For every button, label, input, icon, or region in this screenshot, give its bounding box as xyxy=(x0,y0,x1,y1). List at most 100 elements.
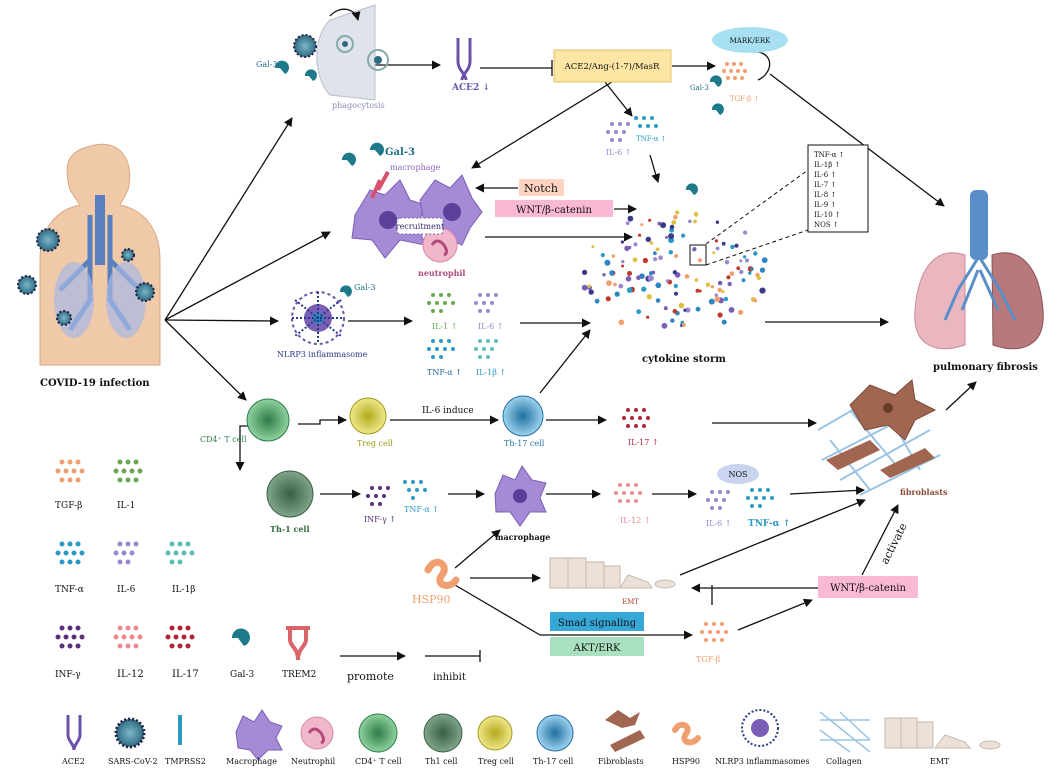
legend-trem2-label: TREM2 xyxy=(282,670,316,680)
il6-up-label-top: IL-6 ↑ xyxy=(606,148,632,157)
legend-infg-dots xyxy=(55,625,85,649)
storm-dot xyxy=(712,251,716,255)
ace2-icon-top xyxy=(456,38,472,81)
tnfa-up-label-nlrp3: TNF-α ↑ xyxy=(427,368,462,377)
storm-dot xyxy=(647,275,654,282)
il6-dots-top xyxy=(606,122,630,142)
storm-dot xyxy=(742,255,747,259)
storm-dot xyxy=(672,270,678,275)
storm-dot xyxy=(741,278,746,283)
storm-list-item: NOS ↑ xyxy=(814,221,839,229)
legend-bottom-label: CD4⁺ T cell xyxy=(355,757,402,766)
storm-dot xyxy=(721,319,727,325)
storm-dot xyxy=(673,214,678,220)
legend-bottom-label: HSP90 xyxy=(672,757,700,766)
macrophage-cells xyxy=(351,171,483,263)
storm-dot xyxy=(632,257,638,263)
storm-dot xyxy=(685,307,691,313)
legend-gal3-icon xyxy=(231,628,250,646)
gal3-icon-macro xyxy=(341,142,384,166)
storm-dot xyxy=(714,296,721,303)
storm-dot xyxy=(658,255,663,260)
il6-up-label-mid: IL-6 ↑ xyxy=(706,519,732,528)
storm-dot xyxy=(582,269,588,275)
storm-dot xyxy=(661,322,668,329)
legend-il1-dots xyxy=(113,459,143,483)
storm-list-item: IL-9 ↑ xyxy=(814,201,836,209)
cytokine-storm-label: cytokine storm xyxy=(642,354,726,365)
infg-dots xyxy=(366,486,390,506)
storm-dot xyxy=(670,318,675,323)
storm-dot xyxy=(683,308,687,312)
storm-dot xyxy=(655,247,660,251)
legend-bottom-icons xyxy=(66,709,1001,761)
storm-dot xyxy=(653,251,657,256)
legend-inhibit-label: inhibit xyxy=(433,672,466,683)
emt-illustration xyxy=(549,557,676,589)
storm-dot xyxy=(681,323,686,327)
storm-zoom-box xyxy=(689,244,707,266)
connector-lines xyxy=(164,51,977,662)
tnfa-up-label-th1: TNF-α ↑ xyxy=(404,505,439,514)
legend-il17-dots xyxy=(165,625,195,649)
storm-dot xyxy=(717,280,723,286)
storm-dot xyxy=(710,285,715,289)
storm-dot xyxy=(714,293,718,297)
il1-dots-nlrp3 xyxy=(427,293,455,313)
storm-dot xyxy=(645,236,651,242)
storm-dot xyxy=(745,258,749,263)
storm-dot xyxy=(636,309,642,315)
trem2-icon xyxy=(286,626,310,661)
storm-list-item: IL-10 ↑ xyxy=(814,211,841,219)
akt-label: AKT/ERK xyxy=(572,643,621,654)
storm-dot xyxy=(717,312,723,318)
macrophage-label-mid: macrophage xyxy=(495,532,550,542)
cd4-t-cell xyxy=(246,398,290,442)
storm-dot xyxy=(611,254,616,258)
hsp90-icon xyxy=(424,558,460,589)
cd4-t-cell-label: CD4⁺ T cell xyxy=(200,435,247,444)
storm-dot xyxy=(588,289,594,295)
nlrp3-inflammasome-icon xyxy=(291,291,345,345)
storm-dot xyxy=(618,319,625,326)
legend-bottom-label: Th1 cell xyxy=(425,757,458,766)
recruitment-label: recruitment xyxy=(396,222,445,231)
storm-dot xyxy=(614,291,620,297)
ace2-ang-masr-label: ACE2/Ang-(1-7)/MasR xyxy=(564,61,660,72)
cytokine-storm-dots xyxy=(581,210,768,329)
storm-dot xyxy=(625,221,630,226)
hsp90-label: HSP90 xyxy=(412,593,451,606)
fibroblasts-label: fibroblasts xyxy=(900,487,948,497)
storm-dot xyxy=(668,250,673,255)
storm-dot xyxy=(649,241,654,245)
storm-list-box xyxy=(807,144,869,233)
il12-dots xyxy=(614,483,642,503)
storm-dot xyxy=(738,309,744,315)
macrophage-label-top: macrophage xyxy=(390,163,441,172)
storm-dot xyxy=(715,220,720,224)
storm-list-item: IL-1β ↑ xyxy=(814,161,840,169)
storm-dot xyxy=(591,245,595,249)
il1-up-label: IL-1 ↑ xyxy=(432,322,458,331)
storm-dot xyxy=(756,275,761,280)
storm-dot xyxy=(638,233,642,237)
nlrp3-label: NLRP3 inflammasome xyxy=(277,350,368,359)
covid-body xyxy=(39,143,161,366)
storm-dot xyxy=(636,275,641,281)
storm-dot xyxy=(673,283,678,289)
storm-dot xyxy=(665,235,669,239)
legend-tnfa-label: TNF-α xyxy=(55,585,84,595)
storm-dot xyxy=(642,257,649,264)
tnfa-up-label-mid: TNF-α ↑ xyxy=(748,519,790,529)
storm-dot xyxy=(668,233,675,240)
legend-bottom-labels: ACE2 SARS-CoV-2 TMPRSS2 Macrophage Neutr… xyxy=(61,757,950,766)
storm-dot xyxy=(678,302,685,309)
storm-dot xyxy=(625,276,632,282)
legend-il17-label: IL-17 xyxy=(172,669,199,680)
tgfb-dots-top xyxy=(722,62,747,80)
storm-dot xyxy=(604,259,611,266)
storm-dot xyxy=(753,298,758,303)
zoom-lines xyxy=(705,169,809,266)
storm-list-item: IL-7 ↑ xyxy=(814,181,836,189)
storm-dot xyxy=(730,244,735,250)
